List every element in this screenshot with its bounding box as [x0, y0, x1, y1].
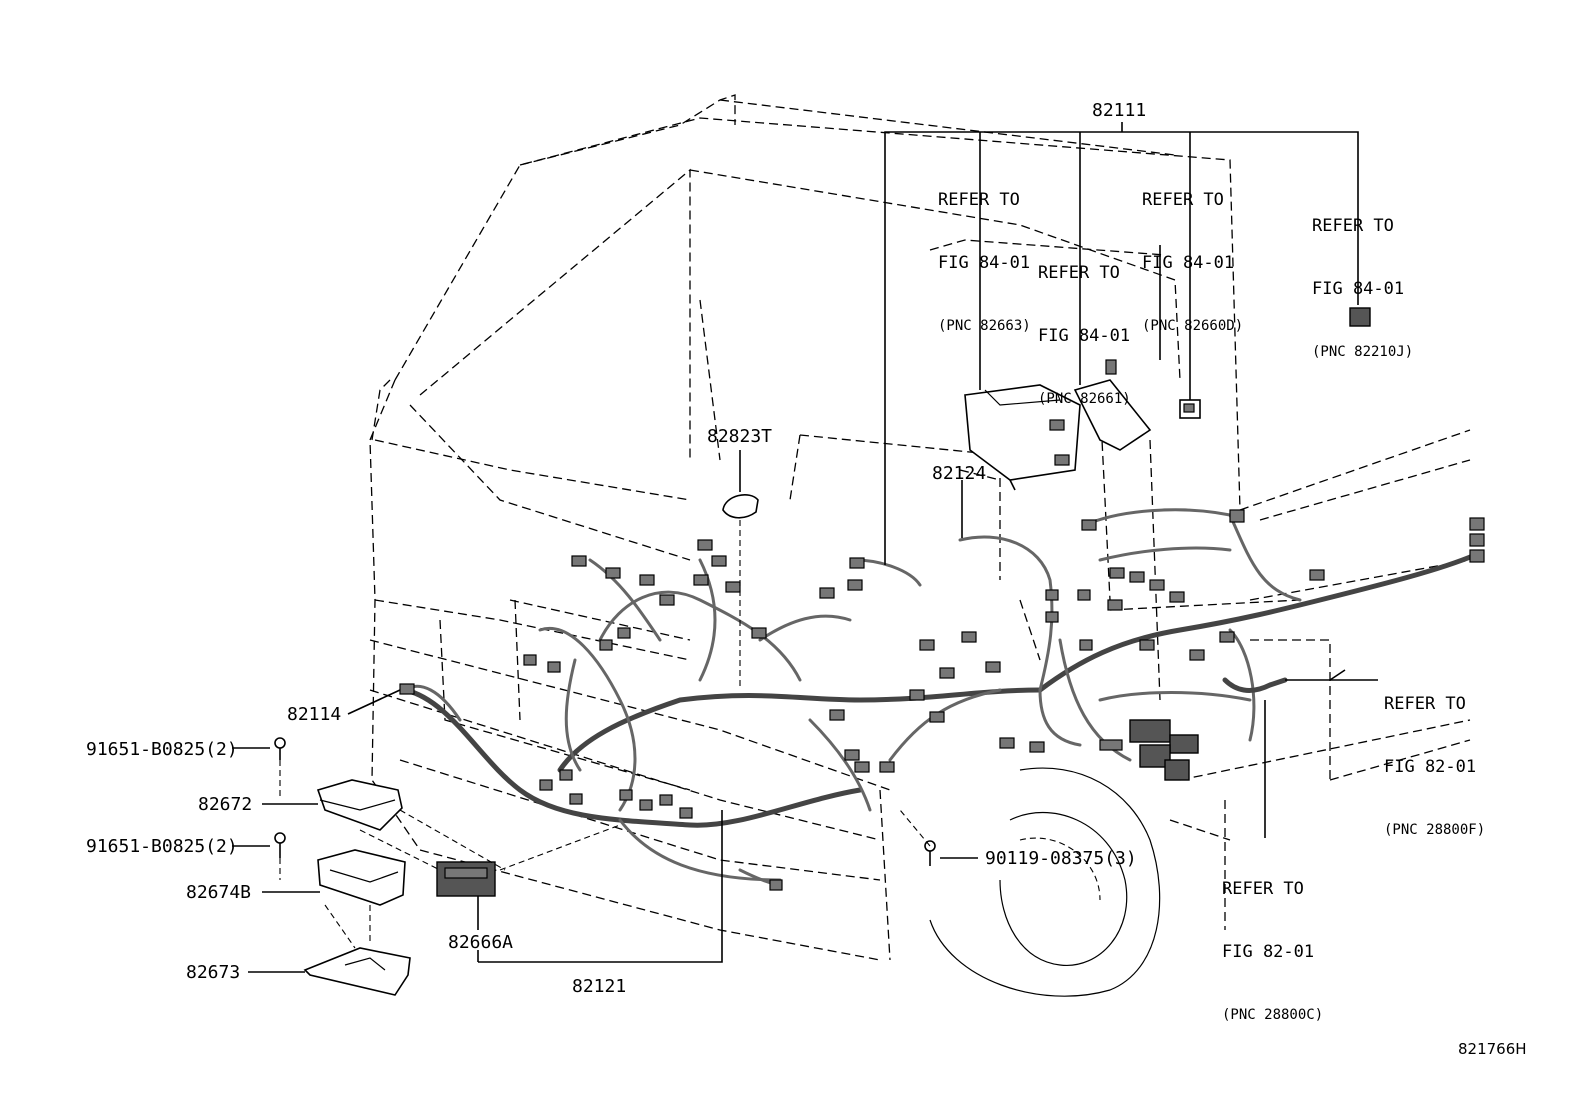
figure-number: 821766H [1458, 1040, 1527, 1058]
harness-82121 [402, 558, 1043, 882]
reference-line2: FIG 82-01 [1222, 942, 1315, 962]
part-label-82111[interactable]: 82111 [1092, 100, 1147, 121]
reference-pnc: (PNC 82210J) [1312, 344, 1414, 360]
bracket-82674B [317, 849, 406, 906]
part-label-82673[interactable]: 82673 [186, 962, 241, 983]
reference-pnc: (PNC 28800F) [1384, 822, 1486, 838]
part-label-82114[interactable]: 82114 [287, 704, 342, 725]
ground-strap-28800F [1222, 669, 1346, 693]
reference-pnc: (PNC 82663) [938, 318, 1031, 334]
reference-pnc-82663[interactable]: REFER TO FIG 84-01 (PNC 82663) [938, 148, 1031, 358]
part-label-82672[interactable]: 82672 [198, 794, 253, 815]
part-label-82121[interactable]: 82121 [572, 976, 627, 997]
reference-pnc: (PNC 82660D) [1142, 318, 1244, 334]
part-label-91651-b0825-upper[interactable]: 91651-B0825(2) [86, 739, 238, 760]
leader-lines [232, 122, 1378, 973]
reference-line1: REFER TO [1384, 694, 1466, 714]
harness-82114 [403, 684, 782, 887]
reference-pnc-82661[interactable]: REFER TO FIG 84-01 (PNC 82661) [1038, 221, 1131, 431]
relay-82210J [1349, 307, 1371, 327]
reference-line2: FIG 84-01 [1142, 253, 1235, 273]
harness-connectors [399, 509, 1485, 891]
connector-82666A [436, 861, 496, 897]
reference-line1: REFER TO [1312, 216, 1394, 236]
reference-pnc: (PNC 82661) [1038, 391, 1131, 407]
harness-82111 [1037, 508, 1478, 762]
reference-pnc-82660D[interactable]: REFER TO FIG 84-01 (PNC 82660D) [1142, 148, 1243, 358]
reference-line1: REFER TO [1222, 879, 1304, 899]
part-label-90119-08375[interactable]: 90119-08375(3) [985, 848, 1137, 869]
reference-line2: FIG 84-01 [1038, 326, 1131, 346]
engine-control-module [964, 384, 1081, 491]
reference-line2: FIG 84-01 [1312, 279, 1405, 299]
reference-pnc-82210J[interactable]: REFER TO FIG 84-01 (PNC 82210J) [1312, 174, 1413, 384]
cap-82823T [722, 494, 759, 519]
reference-pnc-28800C[interactable]: REFER TO FIG 82-01 (PNC 28800C) [1222, 837, 1323, 1047]
part-label-82674B[interactable]: 82674B [186, 882, 252, 903]
reference-line2: FIG 82-01 [1384, 757, 1477, 777]
part-label-82666A[interactable]: 82666A [448, 932, 514, 953]
sensor-assembly-82672 [316, 779, 403, 831]
truck-cab-outline [369, 94, 1471, 961]
reference-pnc: (PNC 28800C) [1222, 1007, 1324, 1023]
reference-line1: REFER TO [1038, 263, 1120, 283]
relay-82660D [1179, 399, 1201, 419]
mounting-bracket [1073, 359, 1152, 451]
part-label-82124[interactable]: 82124 [932, 463, 987, 484]
reference-line2: FIG 84-01 [938, 253, 1031, 273]
relay-block-82124 [1099, 719, 1199, 781]
reference-line1: REFER TO [938, 190, 1020, 210]
reference-pnc-28800F[interactable]: REFER TO FIG 82-01 (PNC 28800F) [1384, 652, 1485, 862]
part-label-91651-b0825-lower[interactable]: 91651-B0825(2) [86, 836, 238, 857]
reference-line1: REFER TO [1142, 190, 1224, 210]
plate-82673 [303, 947, 411, 996]
front-wheel [929, 767, 1161, 997]
part-label-82823T[interactable]: 82823T [707, 426, 773, 447]
